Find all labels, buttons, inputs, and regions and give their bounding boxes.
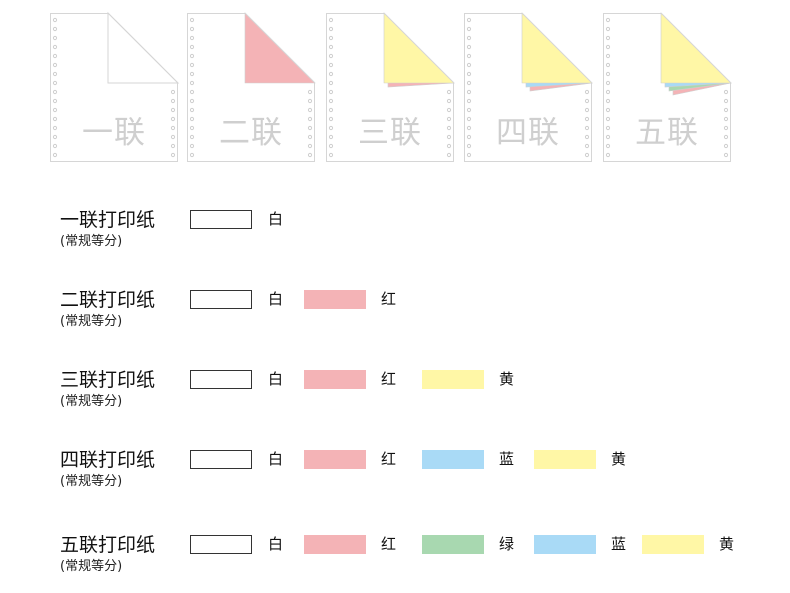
paper-type-title: 五联打印纸 <box>60 534 156 556</box>
color-swatch <box>534 450 596 469</box>
color-label: 白 <box>268 290 284 308</box>
color-swatch <box>304 535 366 554</box>
color-swatch <box>422 535 484 554</box>
sprocket-holes-right <box>584 89 590 158</box>
color-swatch <box>642 535 704 554</box>
paper-type-title: 三联打印纸 <box>60 369 156 391</box>
color-swatch <box>422 450 484 469</box>
paper-sheet-graphic <box>326 12 455 162</box>
paper-type-title: 二联打印纸 <box>60 289 156 311</box>
paper-illustrations: 一联 二联 三联 四联 五联 <box>0 0 790 170</box>
paper-type-row: 五联打印纸 (常规等分) 白 红 绿 蓝 黄 <box>0 533 790 593</box>
color-label: 白 <box>268 535 284 553</box>
color-swatch <box>190 535 252 554</box>
paper-sheet-graphic <box>50 11 180 162</box>
color-label: 红 <box>381 290 397 308</box>
paper-type-subtitle: (常规等分) <box>60 234 123 249</box>
paper-sheet-label: 五联 <box>635 115 699 151</box>
color-swatch <box>304 370 366 389</box>
color-label: 白 <box>268 450 284 468</box>
sprocket-holes-left <box>189 17 195 158</box>
color-label: 黄 <box>611 450 627 468</box>
paper-type-row: 三联打印纸 (常规等分) 白 红 黄 <box>0 368 790 428</box>
color-label: 黄 <box>499 370 515 388</box>
color-swatch <box>422 370 484 389</box>
color-swatch <box>304 290 366 309</box>
color-swatch <box>304 450 366 469</box>
sprocket-holes-left <box>466 17 472 158</box>
color-label: 蓝 <box>611 535 627 553</box>
paper-sheet-3: 三联 <box>326 12 455 162</box>
paper-type-subtitle: (常规等分) <box>60 394 123 409</box>
paper-sheet-1: 一联 <box>50 11 180 162</box>
paper-sheet-graphic <box>464 12 593 162</box>
paper-type-title: 四联打印纸 <box>60 449 156 471</box>
color-label: 红 <box>381 370 397 388</box>
paper-sheet-graphic <box>187 12 316 162</box>
paper-type-subtitle: (常规等分) <box>60 314 123 329</box>
paper-sheet-label: 一联 <box>82 115 146 151</box>
sprocket-holes-left <box>52 17 58 158</box>
paper-sheet-label: 二联 <box>219 115 283 151</box>
paper-sheet-4: 四联 <box>464 12 593 162</box>
paper-sheet-graphic <box>603 12 732 162</box>
sprocket-holes-right <box>307 89 313 158</box>
color-label: 红 <box>381 450 397 468</box>
color-label: 黄 <box>719 535 735 553</box>
paper-sheet-label: 三联 <box>358 115 422 151</box>
color-swatch <box>190 450 252 469</box>
color-swatch <box>190 210 252 229</box>
paper-type-row: 四联打印纸 (常规等分) 白 红 蓝 黄 <box>0 448 790 508</box>
color-swatch <box>190 290 252 309</box>
color-swatch <box>534 535 596 554</box>
color-label: 白 <box>268 210 284 228</box>
sprocket-holes-left <box>605 17 611 158</box>
color-label: 蓝 <box>499 450 515 468</box>
paper-type-subtitle: (常规等分) <box>60 474 123 489</box>
paper-type-row: 一联打印纸 (常规等分) 白 <box>0 208 790 268</box>
paper-type-row: 二联打印纸 (常规等分) 白 红 <box>0 288 790 348</box>
paper-type-title: 一联打印纸 <box>60 209 156 231</box>
sprocket-holes-right <box>446 89 452 158</box>
color-swatch <box>190 370 252 389</box>
color-label: 白 <box>268 370 284 388</box>
paper-sheet-5: 五联 <box>603 12 732 162</box>
color-label: 红 <box>381 535 397 553</box>
sprocket-holes-right <box>723 89 729 158</box>
color-label: 绿 <box>499 535 515 553</box>
paper-type-subtitle: (常规等分) <box>60 559 123 574</box>
paper-sheet-2: 二联 <box>187 12 316 162</box>
sprocket-holes-right <box>170 89 176 158</box>
paper-sheet-label: 四联 <box>496 115 560 151</box>
sprocket-holes-left <box>328 17 334 158</box>
